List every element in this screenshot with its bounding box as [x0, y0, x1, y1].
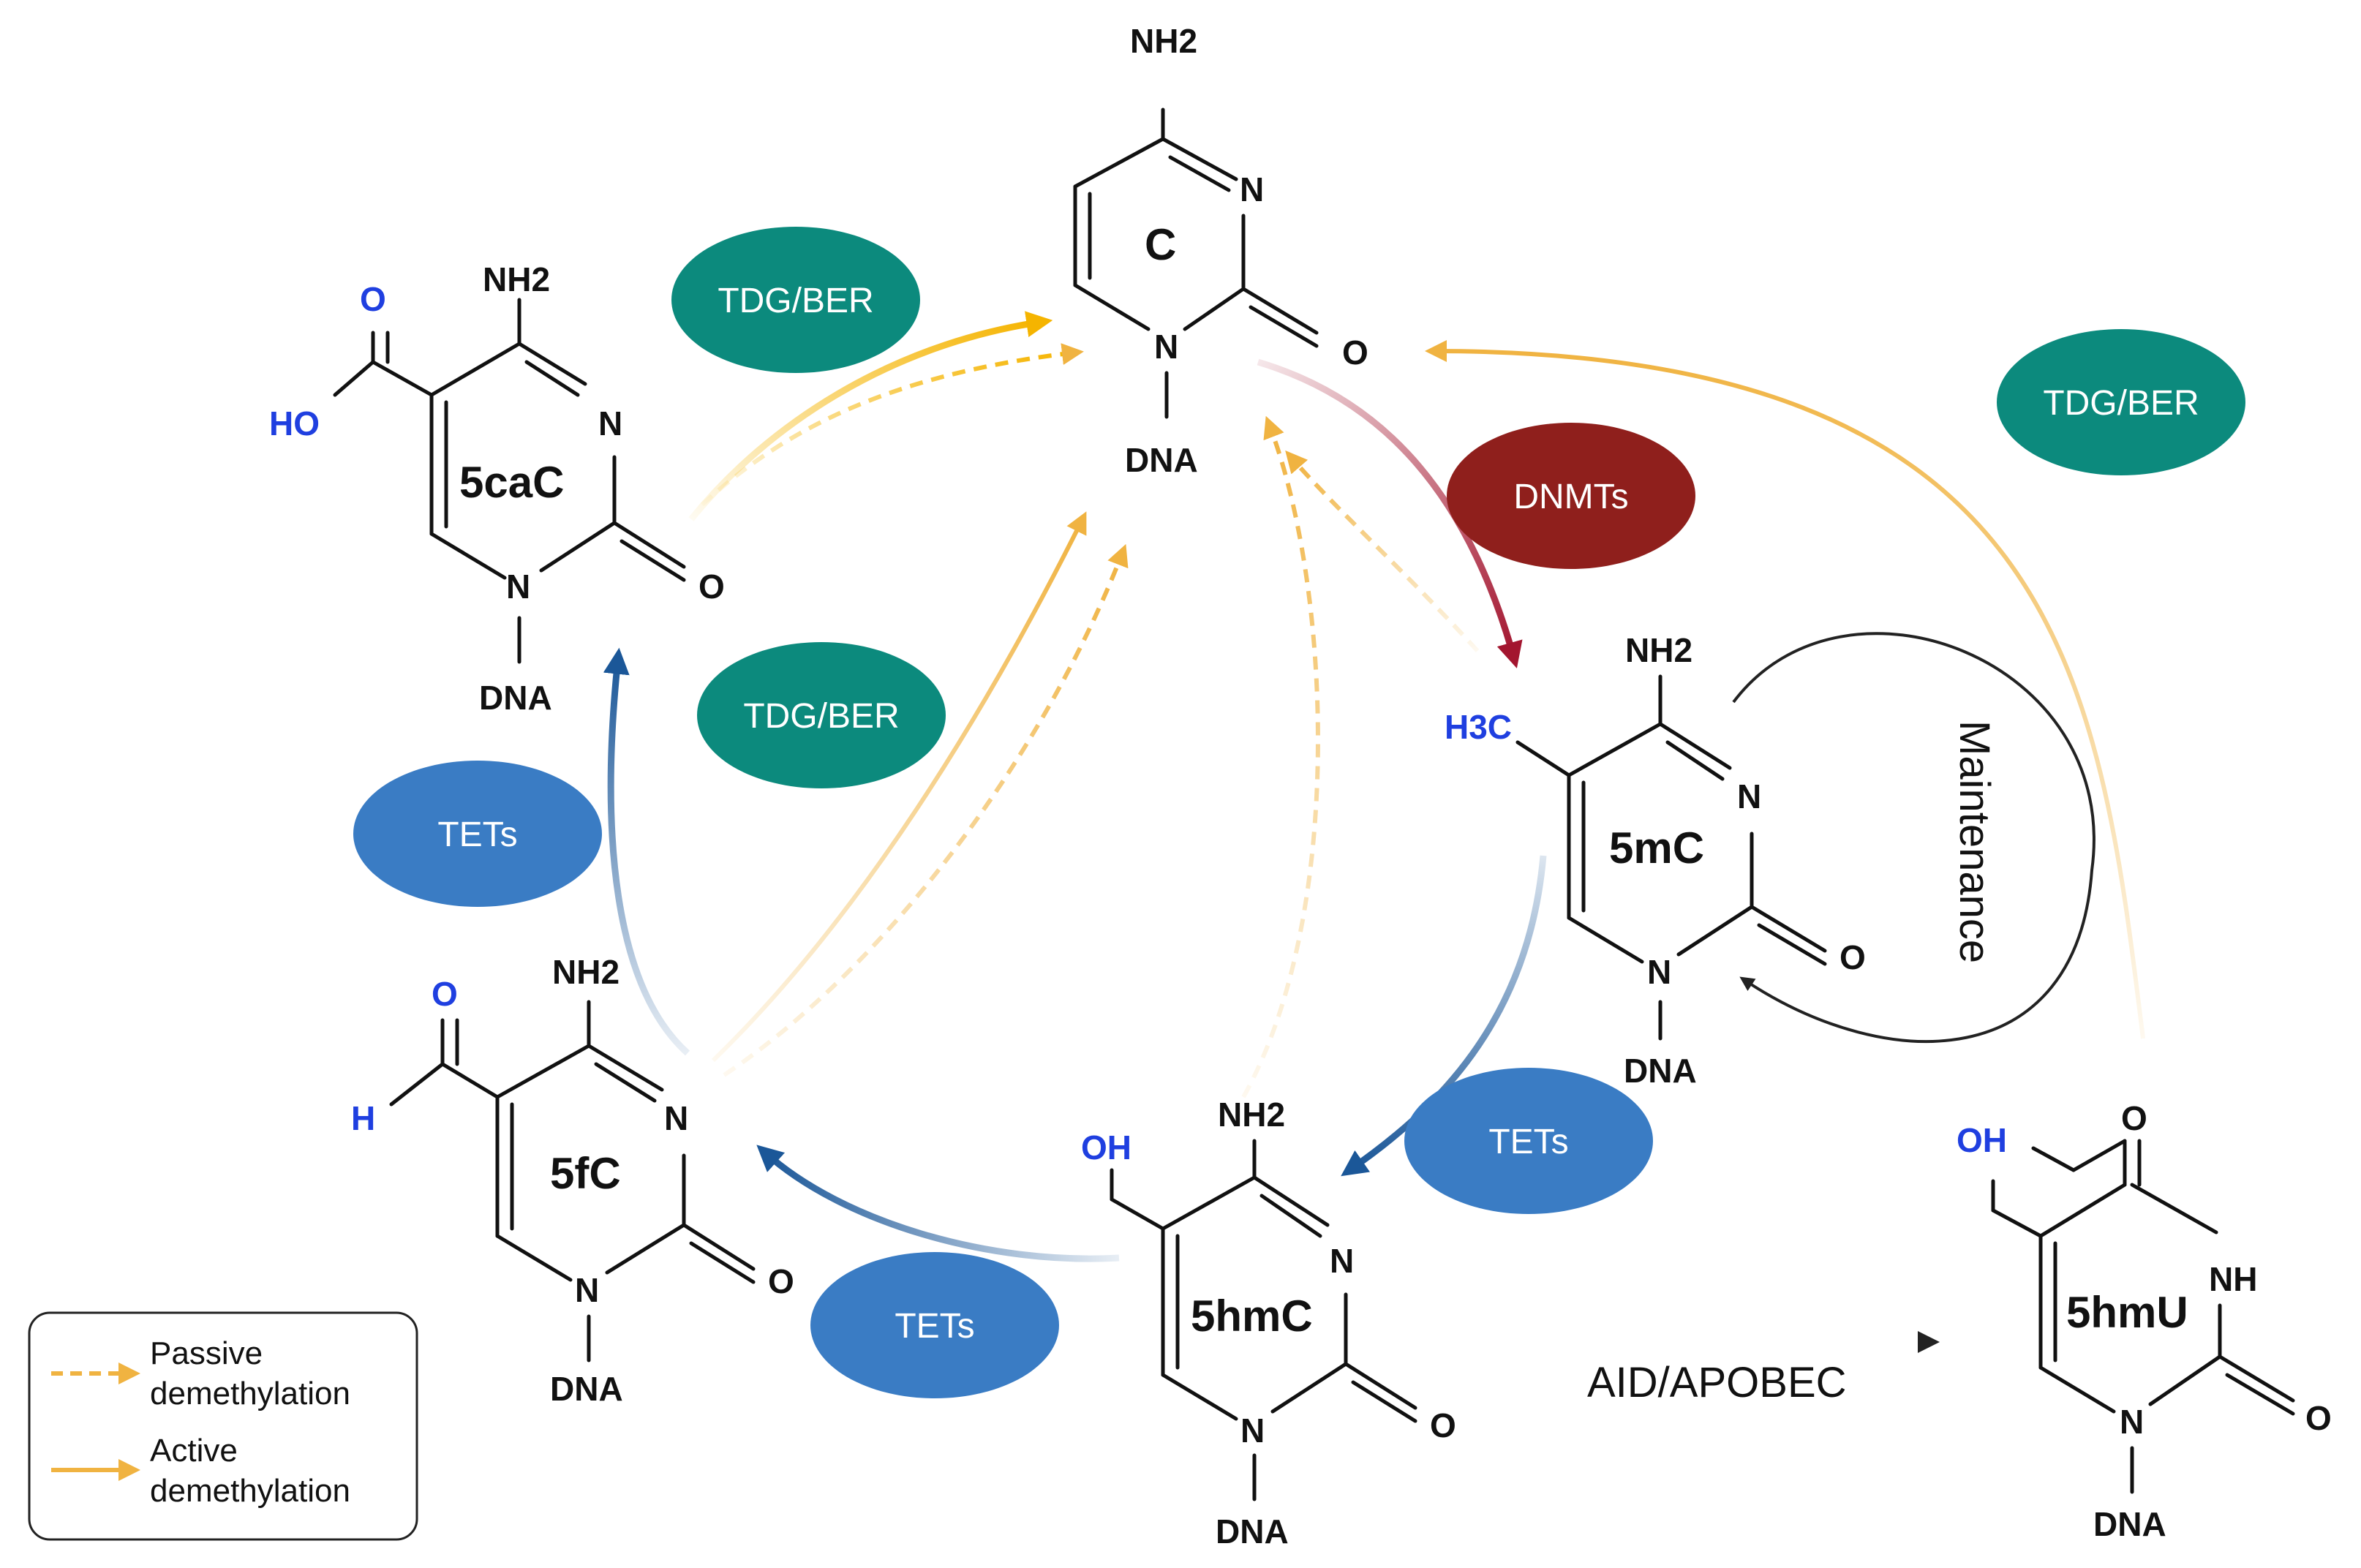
- enzyme-tets-bottom: TETs: [810, 1252, 1059, 1398]
- 5fc-aldehyde-o-label: O: [432, 975, 458, 1013]
- arrow-5cac-to-c-passive: [700, 343, 1084, 507]
- 5mc-name-label: 5mC: [1609, 823, 1704, 872]
- arrow-5mc-to-5hmc-tets: [1341, 855, 1547, 1177]
- c-nh2-label: NH2: [1130, 22, 1197, 60]
- 5fc-aldehyde-h-label: H: [351, 1099, 375, 1137]
- 5fc-n1-label: N: [575, 1271, 599, 1309]
- 5cac-dna-label: DNA: [479, 679, 552, 717]
- 5hmc-dna-label: DNA: [1216, 1512, 1289, 1550]
- 5hmc-nh2-label: NH2: [1218, 1096, 1285, 1134]
- molecule-5fc: [389, 1000, 756, 1362]
- enzyme-tets-left: TETs: [353, 761, 602, 907]
- 5hmu-oh-label: OH: [1957, 1121, 2007, 1159]
- 5cac-name-label: 5caC: [459, 458, 564, 507]
- 5fc-o2-label: O: [768, 1262, 794, 1300]
- 5mc-dna-label: DNA: [1624, 1052, 1697, 1090]
- arrow-5hmu-to-c-active: [1425, 340, 2145, 1039]
- 5hmc-oh-label: OH: [1081, 1128, 1131, 1166]
- tets-bottom-label: TETs: [895, 1307, 974, 1346]
- arrow-5mc-to-c-passive: [1285, 450, 1480, 653]
- arrow-5fc-to-c-passive: [723, 543, 1129, 1077]
- legend-active-line2: demethylation: [150, 1473, 350, 1509]
- 5hmu-o2-label: O: [2305, 1399, 2332, 1437]
- 5hmc-name-label: 5hmC: [1191, 1292, 1313, 1341]
- 5cac-ho-label: HO: [269, 404, 320, 442]
- tdg-ber-right-label: TDG/BER: [2043, 384, 2199, 423]
- 5cac-carbonyl-o-label: O: [360, 280, 386, 318]
- 5cac-nh2-label: NH2: [483, 260, 550, 298]
- 5cac-n3-label: N: [598, 404, 622, 442]
- enzyme-dnmts: DNMTs: [1447, 423, 1695, 569]
- c-o2-label: O: [1342, 333, 1368, 372]
- 5hmc-n1-label: N: [1240, 1411, 1265, 1450]
- maintenance-loop-arrow: [1732, 632, 2095, 1043]
- 5cac-n1-label: N: [506, 568, 530, 606]
- tets-right-label: TETs: [1488, 1123, 1568, 1161]
- arrow-5cac-to-c-active: [688, 311, 1053, 521]
- enzyme-tdg-ber-top: TDG/BER: [671, 227, 920, 373]
- 5cac-o2-label: O: [698, 568, 725, 606]
- dnmts-label: DNMTs: [1513, 478, 1628, 516]
- c-n3-label: N: [1240, 170, 1264, 208]
- tdg-ber-mid-label: TDG/BER: [743, 697, 899, 736]
- 5hmu-name-label: 5hmU: [2066, 1288, 2188, 1337]
- molecule-5mc: [1515, 674, 1827, 1041]
- 5mc-n3-label: N: [1737, 777, 1761, 815]
- legend-passive-line1: Passive: [150, 1335, 263, 1371]
- arrow-5fc-to-c-active: [711, 511, 1087, 1063]
- 5hmc-n3-label: N: [1330, 1242, 1354, 1280]
- 5mc-nh2-label: NH2: [1625, 631, 1692, 669]
- arrow-5hmc-to-5fc-tets: [756, 1145, 1120, 1262]
- 5fc-name-label: 5fC: [550, 1149, 621, 1198]
- 5hmc-o2-label: O: [1430, 1406, 1456, 1444]
- arrow-c-to-5mc-dnmts: [1257, 358, 1523, 668]
- tdg-ber-top-label: TDG/BER: [718, 282, 873, 320]
- molecule-5hmc: [1110, 1139, 1417, 1501]
- arrow-5fc-to-5cac-tets: [603, 647, 690, 1056]
- legend-passive-line2: demethylation: [150, 1376, 350, 1411]
- legend: Passive demethylation Active demethylati…: [28, 1311, 418, 1541]
- 5hmu-dna-label: DNA: [2093, 1505, 2166, 1543]
- molecule-5cac: [333, 298, 686, 664]
- 5mc-n1-label: N: [1647, 953, 1671, 991]
- 5hmu-o4-label: O: [2121, 1099, 2147, 1137]
- c-name-label: C: [1145, 220, 1176, 269]
- 5fc-n3-label: N: [664, 1099, 688, 1137]
- molecule-5hmu: [1991, 1139, 2295, 1494]
- legend-active-line1: Active: [150, 1433, 238, 1469]
- c-dna-label: DNA: [1125, 441, 1198, 479]
- 5mc-o2-label: O: [1840, 938, 1866, 976]
- tets-left-label: TETs: [437, 815, 517, 854]
- 5mc-methyl-label: H3C: [1445, 708, 1512, 746]
- 5fc-dna-label: DNA: [550, 1370, 623, 1408]
- enzyme-tdg-ber-mid: TDG/BER: [697, 642, 946, 788]
- enzyme-tets-right: TETs: [1404, 1068, 1653, 1214]
- molecule-cytosine: [1073, 108, 1319, 419]
- 5fc-nh2-label: NH2: [552, 953, 620, 991]
- arrow-5hmc-to-c-passive: [1241, 415, 1320, 1098]
- enzyme-tdg-ber-right: TDG/BER: [1997, 329, 2245, 475]
- 5hmu-n1-label: N: [2120, 1403, 2144, 1441]
- maintenance-label: Maintenance: [1951, 720, 1998, 963]
- aid-apobec-label: AID/APOBEC: [1587, 1359, 1847, 1406]
- 5hmu-nh-label: NH: [2209, 1260, 2257, 1298]
- c-n1-label: N: [1154, 328, 1178, 366]
